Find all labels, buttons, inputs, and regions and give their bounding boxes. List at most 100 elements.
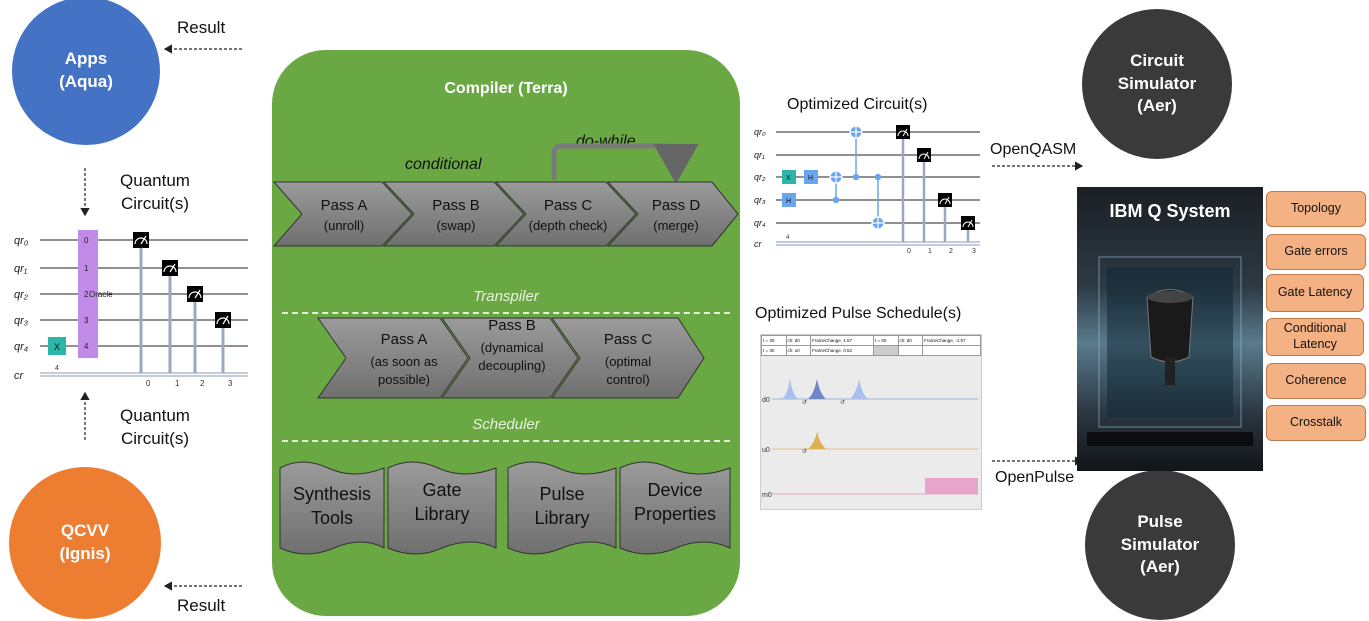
qubit-label: qr₁: [14, 263, 28, 275]
oracle-index: 3: [84, 316, 89, 325]
tool-label: Library: [414, 504, 469, 524]
scheduler-pass-a-chevron: [317, 317, 469, 399]
scheduler-pass-desc: (dynamical: [481, 340, 544, 355]
circuit-sim-line1: Circuit: [1130, 50, 1184, 70]
scheduler-label: Scheduler: [472, 416, 540, 433]
oracle-index: 1: [84, 264, 89, 273]
qcvv-sub-label: (Ignis): [59, 544, 111, 563]
transpiler-pass-desc: (swap): [436, 218, 475, 233]
scheduler-divider: [282, 440, 730, 442]
svg-text:↺: ↺: [802, 399, 807, 406]
channel-label: m0: [762, 492, 772, 499]
pulse-sim-line2: Simulator: [1120, 534, 1200, 554]
gate-library-block: [387, 461, 497, 555]
result-top-label: Result: [177, 18, 226, 37]
opt-qubit-label: qr₄: [754, 218, 766, 228]
opt-x-gate-label: X: [786, 175, 791, 182]
transpiler-pass-c-chevron: [494, 181, 637, 247]
scheduler-pass-name: Pass A: [381, 331, 428, 348]
tool-label: Tools: [311, 508, 353, 528]
meas-index: 3: [228, 379, 233, 388]
pulse-sim-line1: Pulse: [1137, 511, 1183, 531]
qc-top-line1: Quantum: [120, 171, 190, 190]
transpiler-divider: [282, 312, 730, 314]
opt-qubit-label: qr₀: [754, 127, 766, 137]
opt-h-gate-label: H: [786, 198, 791, 205]
d0-pulse: [782, 378, 798, 399]
scheduler-pass-desc: (as soon as: [370, 354, 438, 369]
property-coherence: Coherence: [1266, 363, 1366, 399]
scheduler-pass-name: Pass C: [604, 331, 653, 348]
synthesis-tools-block: [279, 461, 385, 555]
opt-meas-index: 0: [907, 248, 911, 255]
transpiler-pass-desc: (merge): [653, 218, 699, 233]
transpiler-pass-d-chevron: [606, 181, 739, 247]
opt-qubit-label: qr₁: [754, 150, 765, 160]
oracle-label: Oracle: [89, 290, 113, 299]
opt-x-gate: [782, 170, 796, 184]
qc-top-line2: Circuit(s): [121, 193, 189, 213]
openpulse-label: OpenPulse: [995, 469, 1075, 486]
pulse-schedule-title: Optimized Pulse Schedule(s): [755, 305, 962, 322]
compiler-shapes: Pass A (unroll) Pass B (swap) Pass C (de…: [272, 143, 739, 555]
transpiler-pass-a-chevron: [272, 181, 413, 247]
scheduler-pass-c-chevron: [551, 317, 705, 399]
circuit-simulator-circle: Circuit Simulator (Aer): [1082, 9, 1232, 159]
oracle-index: 2: [84, 290, 89, 299]
optimized-circuit: qr₀ qr₁ qr₂ qr₃ qr₄ cr 4 X H H: [754, 125, 980, 255]
quantum-circuits-bottom-label: Quantum Circuit(s): [100, 405, 210, 451]
transpiler-pass-name: Pass B: [432, 197, 480, 214]
compiler-title: Compiler (Terra): [444, 80, 568, 97]
qcvv-label: QCVV: [60, 521, 110, 541]
scheduler-pass-name: Pass B: [488, 317, 536, 334]
openqasm-label: OpenQASM: [990, 141, 1077, 158]
qubit-label: qr₄: [14, 341, 28, 353]
property-crosstalk: Crosstalk: [1266, 405, 1366, 441]
pulse-waveforms: d0 u0 m0 ↺ ↺ ↺: [762, 378, 978, 499]
oracle-index: 0: [84, 236, 89, 245]
ibm-q-cryostat-graphic: [1087, 256, 1253, 446]
circuit-sim-line3: (Aer): [1137, 96, 1177, 116]
channel-label: d0: [762, 397, 770, 404]
opt-meas-index: 3: [972, 248, 976, 255]
opt-creg-size: 4: [786, 235, 790, 241]
creg-label: cr: [14, 370, 25, 382]
meas-index: 0: [146, 379, 151, 388]
pulse-table-row: t = 30 ch: d0 FrameChange, 1.57 t = 60 c…: [761, 335, 981, 346]
result-bottom-label: Result: [177, 596, 226, 615]
device-properties-block: [619, 461, 731, 555]
tool-label: Pulse: [539, 484, 584, 504]
pulse-sim-line3: (Aer): [1140, 557, 1180, 577]
measurement-gates: [133, 232, 231, 373]
creg-size: 4: [55, 365, 59, 372]
transpiler-pass-name: Pass A: [321, 197, 368, 214]
scheduler-pass-desc: decoupling): [478, 358, 545, 373]
do-while-arrow: [551, 143, 699, 184]
qubit-label: qr₂: [14, 289, 29, 301]
conditional-label: conditional: [405, 156, 482, 173]
opt-h-gate: [804, 170, 818, 184]
apps-label: Apps: [64, 49, 108, 69]
scheduler-pass-desc: control): [606, 372, 649, 387]
tool-label: Properties: [634, 504, 716, 524]
svg-text:↺: ↺: [802, 448, 807, 455]
oracle-index: 4: [84, 342, 89, 351]
opt-creg-label: cr: [754, 239, 763, 249]
opt-meas-index: 1: [928, 248, 932, 255]
opt-qubit-label: qr₃: [754, 195, 766, 205]
scheduler-pass-desc: (optimal: [605, 354, 651, 369]
property-gate-latency: Gate Latency: [1266, 274, 1364, 312]
m0-pulse: [925, 478, 978, 494]
opt-measurements: [896, 125, 975, 242]
qc-bottom-line1: Quantum: [120, 406, 190, 425]
d0-pulse: [850, 379, 868, 399]
transpiler-pass-name: Pass D: [652, 197, 701, 214]
pulse-table-cell: FrameChange, 0.52: [810, 345, 874, 356]
opt-cnot-targets: [829, 125, 885, 230]
opt-h-gate: [782, 193, 796, 207]
apps-aqua-circle: Apps (Aqua): [12, 0, 160, 145]
transpiler-pass-desc: (depth check): [529, 218, 608, 233]
pulse-table-cell: [922, 345, 981, 356]
property-topology: Topology: [1266, 191, 1366, 227]
ibm-q-system-image: IBM Q System: [1077, 187, 1263, 471]
